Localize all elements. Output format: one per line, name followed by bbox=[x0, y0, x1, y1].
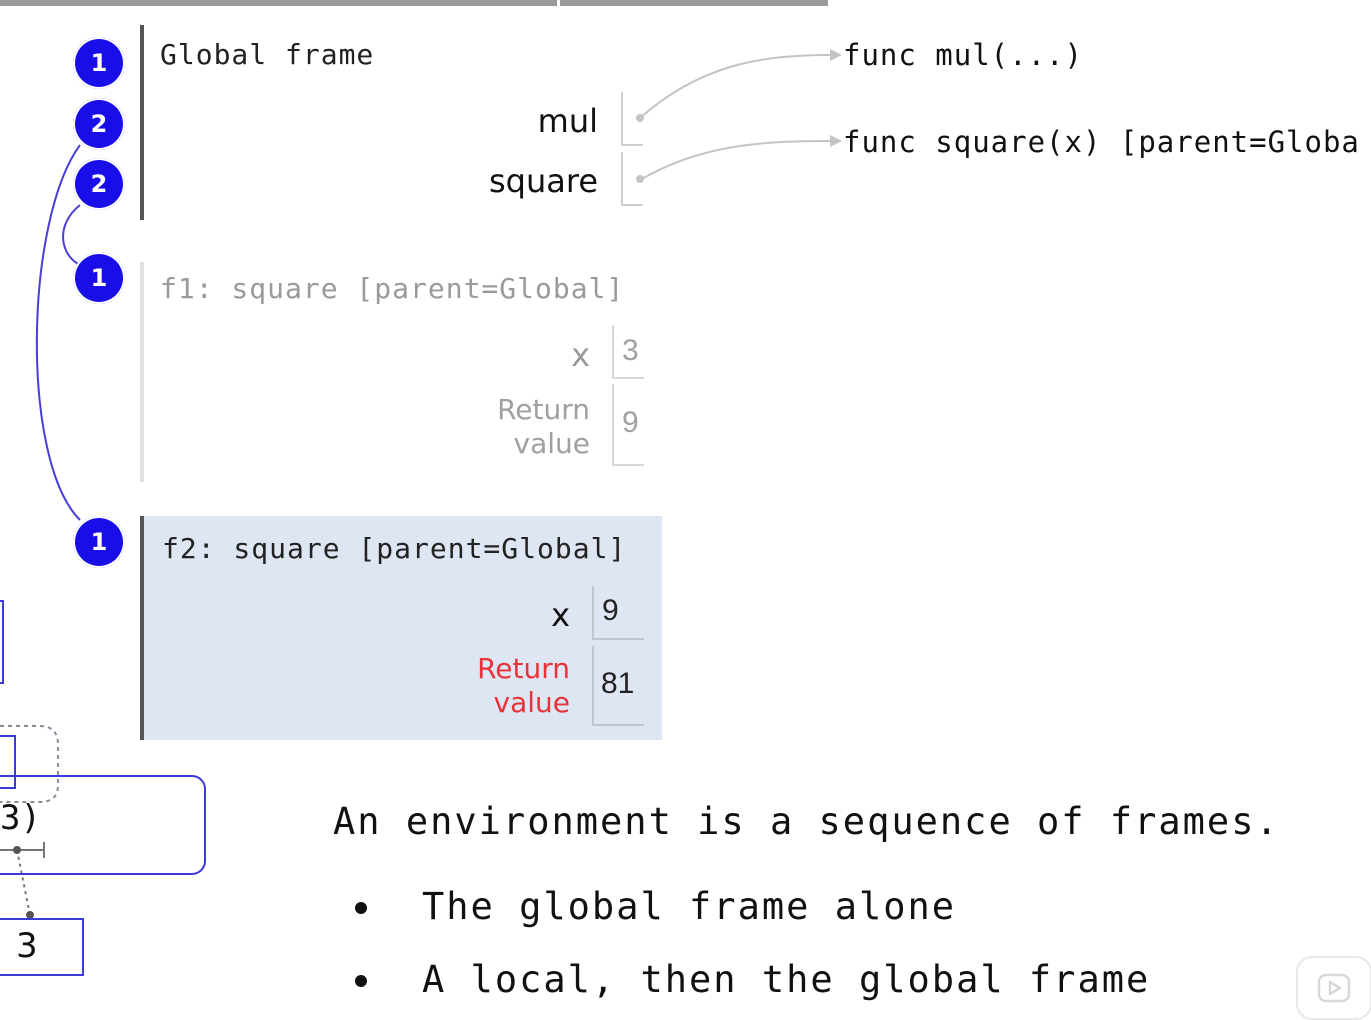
f1-cell-x bbox=[612, 325, 614, 379]
bullet-dot bbox=[355, 975, 367, 987]
environment-statement: An environment is a sequence of frames. bbox=[333, 800, 1280, 843]
env-link-curve-outer bbox=[35, 144, 81, 521]
f2-frame-border bbox=[140, 516, 144, 740]
step-badge: 2 bbox=[73, 158, 125, 210]
f1-cell-x-base bbox=[612, 377, 644, 379]
f2-cell-x bbox=[592, 586, 594, 640]
f1-cell-return bbox=[612, 384, 614, 466]
func-object-mul: func mul(...) bbox=[843, 38, 1083, 72]
cropped-call-expression-box bbox=[0, 775, 206, 875]
f2-return-label-line1: Return bbox=[477, 652, 570, 685]
step-badge: 2 bbox=[73, 98, 125, 150]
dotted-frame-fragment bbox=[0, 725, 59, 803]
f1-return-label: Return value bbox=[440, 393, 590, 461]
step-badge: 1 bbox=[73, 252, 125, 304]
f1-value-return: 9 bbox=[622, 406, 639, 439]
f2-cell-return bbox=[592, 646, 594, 726]
tiny-axis-dot bbox=[13, 846, 21, 854]
f2-frame-title: f2: square [parent=Global] bbox=[162, 532, 627, 565]
top-bar-tick bbox=[557, 0, 560, 6]
play-button[interactable] bbox=[1296, 956, 1371, 1020]
pointer-square-arrowhead bbox=[830, 135, 842, 147]
f1-cell-return-base bbox=[612, 464, 644, 466]
cropped-expression-text: 3) bbox=[0, 798, 41, 838]
f2-cell-x-base bbox=[592, 638, 644, 640]
f2-var-name-x: x bbox=[551, 596, 570, 634]
cropped-box-middle bbox=[0, 735, 16, 789]
f2-cell-return-base bbox=[592, 724, 644, 726]
global-frame-border bbox=[140, 25, 144, 220]
pointer-mul bbox=[639, 54, 831, 119]
var-name-square: square bbox=[488, 162, 598, 200]
f2-value-x: 9 bbox=[602, 594, 619, 627]
f2-value-return: 81 bbox=[601, 667, 635, 700]
step-badge: 1 bbox=[73, 37, 125, 89]
cropped-box-top bbox=[0, 600, 4, 684]
f2-return-label-line2: value bbox=[493, 686, 570, 719]
bullet-dot bbox=[355, 902, 367, 914]
cropped-value-text: 3 bbox=[16, 926, 38, 966]
top-bar bbox=[0, 0, 828, 6]
pointer-dot-mul bbox=[636, 114, 644, 122]
var-cell-square bbox=[621, 152, 623, 206]
f1-var-name-x: x bbox=[571, 336, 590, 374]
pointer-dot bbox=[26, 911, 34, 919]
pointer-dot-square bbox=[636, 175, 644, 183]
global-frame-title: Global frame bbox=[160, 38, 375, 71]
bullet-text: A local, then the global frame bbox=[422, 958, 1151, 1001]
f1-frame-title: f1: square [parent=Global] bbox=[160, 272, 625, 305]
f1-return-label-line2: value bbox=[513, 427, 590, 460]
var-cell-mul-base bbox=[621, 144, 643, 146]
var-cell-square-base bbox=[621, 204, 643, 206]
cropped-value-box bbox=[0, 918, 84, 976]
f1-frame-border bbox=[140, 262, 144, 482]
pointer-mul-arrowhead bbox=[830, 49, 842, 61]
f1-return-label-line1: Return bbox=[497, 393, 590, 426]
func-object-square: func square(x) [parent=Globa bbox=[843, 125, 1360, 159]
play-icon bbox=[1317, 973, 1351, 1003]
f2-frame bbox=[144, 516, 662, 740]
pointer-square bbox=[639, 140, 831, 181]
var-name-mul: mul bbox=[537, 102, 598, 140]
f2-return-label: Return value bbox=[420, 652, 570, 720]
env-link-curve-inner bbox=[62, 204, 81, 266]
bullet-text: The global frame alone bbox=[422, 885, 957, 928]
step-badge: 1 bbox=[73, 516, 125, 568]
f1-value-x: 3 bbox=[622, 334, 639, 367]
var-cell-mul bbox=[621, 92, 623, 146]
